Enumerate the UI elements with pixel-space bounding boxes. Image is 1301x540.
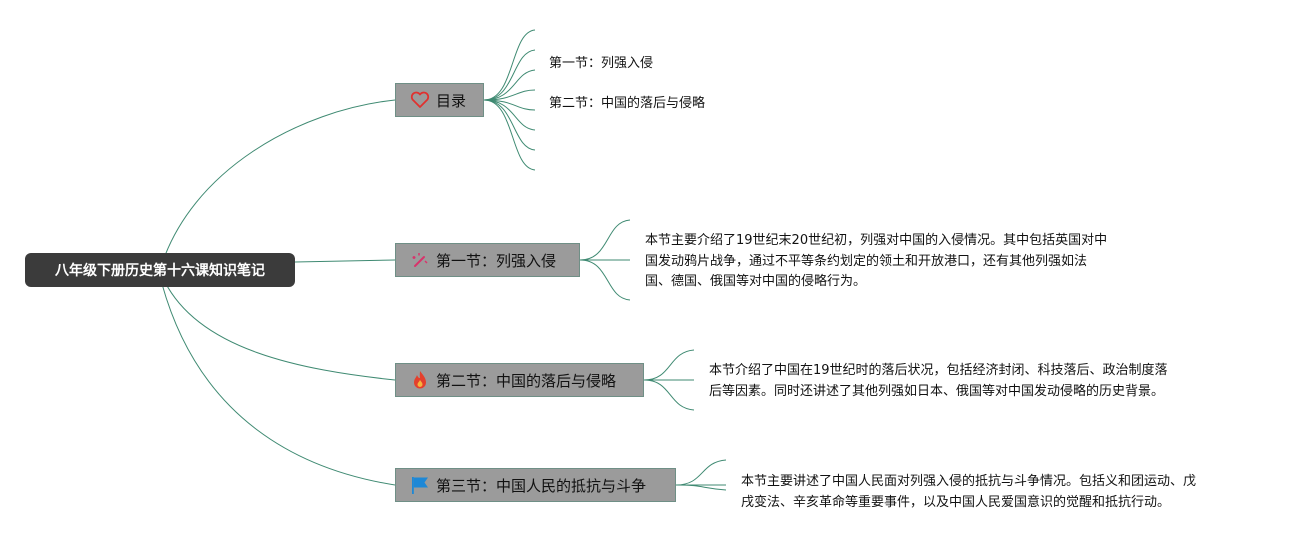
toc-fan-line [483, 99, 536, 171]
branch-section2[interactable]: 第二节：中国的落后与侵略 [395, 363, 644, 397]
section1-fan-line [579, 259, 631, 301]
section1-note-line: 国发动鸦片战争，通过不平等条约划定的领土和开放港口，还有其他列强如法 [645, 253, 1088, 269]
magic-wand-icon [410, 250, 430, 270]
section3-fan-line [675, 484, 727, 491]
root-to-section2-line [164, 281, 396, 381]
section3-note-line: 本节主要讲述了中国人民面对列强入侵的抵抗与斗争情况。包括义和团运动、戊 [741, 474, 1197, 489]
flag-icon [410, 475, 430, 495]
section1-note: 本节主要介绍了19世纪末20世纪初，列强对中国的入侵情况。其中包括英国对中 国发… [645, 231, 1107, 293]
section1-fan-line [579, 219, 631, 261]
branch-section1[interactable]: 第一节：列强入侵 [395, 243, 580, 277]
branch-section2-label: 第二节：中国的落后与侵略 [436, 371, 617, 390]
section2-fan-line [643, 379, 695, 411]
heart-outline-icon [410, 90, 430, 110]
toc-fan-line [483, 99, 536, 131]
fire-icon [410, 370, 430, 390]
toc-fan-line [483, 49, 536, 101]
root-topic[interactable]: 八年级下册历史第十六课知识笔记 [25, 253, 295, 287]
root-to-section3-line [161, 283, 396, 486]
toc-fan-line [483, 99, 536, 151]
branch-section1-label: 第一节：列强入侵 [436, 251, 557, 270]
toc-fan-line [483, 69, 536, 101]
section3-note-line: 戌变法、辛亥革命等重要事件，以及中国人民爱国意识的觉醒和抵抗行动。 [741, 494, 1171, 510]
root-topic-label: 八年级下册历史第十六课知识笔记 [55, 263, 265, 279]
root-to-section1-line [294, 259, 396, 263]
branch-toc[interactable]: 目录 [395, 83, 484, 117]
toc-fan-line [483, 29, 536, 101]
section2-note-line: 后等因素。同时还讲述了其他列强如日本、俄国等对中国发动侵略的历史背景。 [709, 383, 1165, 399]
branch-section3[interactable]: 第三节：中国人民的抵抗与斗争 [395, 468, 676, 502]
branch-toc-label: 目录 [436, 91, 467, 110]
section2-fan-line [643, 349, 695, 381]
section2-note-line: 本节介绍了中国在19世纪时的落后状况，包括经济封闭、科技落后、政治制度落 [709, 363, 1168, 378]
section1-note-line: 本节主要介绍了19世纪末20世纪初，列强对中国的入侵情况。其中包括英国对中 [645, 233, 1108, 248]
branch-section3-label: 第三节：中国人民的抵抗与斗争 [436, 476, 647, 495]
toc-item-section1[interactable]: 第一节：列强入侵 [549, 56, 654, 71]
section3-fan-line [675, 459, 727, 486]
toc-item-section2[interactable]: 第二节：中国的落后与侵略 [549, 96, 706, 111]
section3-note: 本节主要讲述了中国人民面对列强入侵的抵抗与斗争情况。包括义和团运动、戊 戌变法、… [741, 472, 1196, 513]
section2-note: 本节介绍了中国在19世纪时的落后状况，包括经济封闭、科技落后、政治制度落 后等因… [709, 361, 1168, 402]
root-to-toc-line [159, 99, 396, 271]
section1-note-line: 国、德国、俄国等对中国的侵略行为。 [645, 274, 867, 289]
